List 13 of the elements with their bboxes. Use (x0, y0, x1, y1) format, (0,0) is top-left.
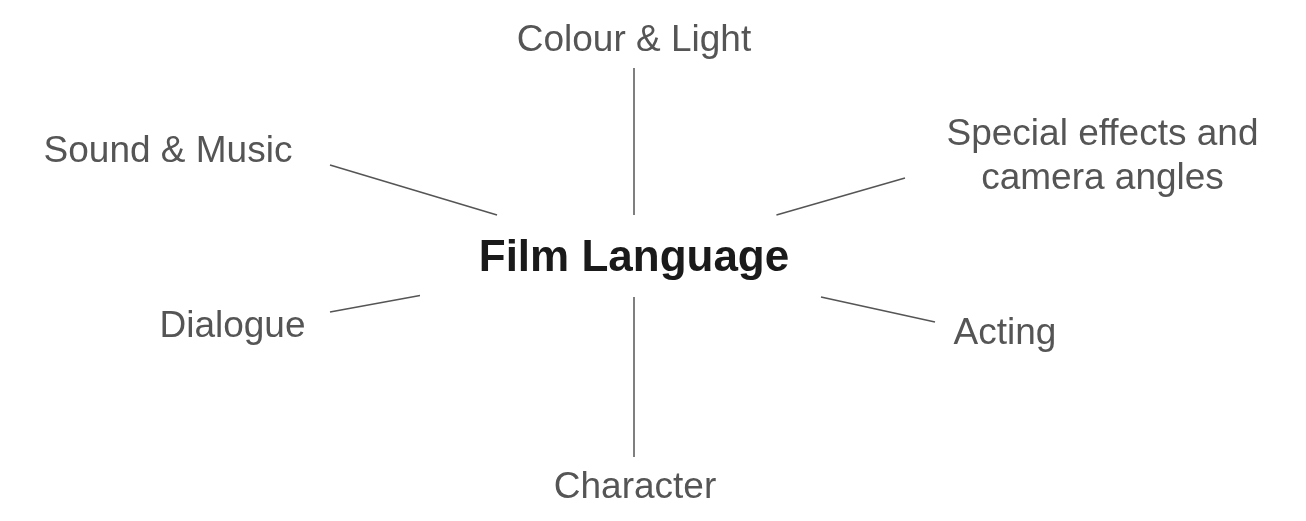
branch-label: Colour & Light (485, 10, 783, 68)
connector-line (820, 296, 936, 323)
connector-line (633, 67, 635, 216)
branch-label: Sound & Music (6, 125, 330, 175)
connector-line (633, 296, 635, 458)
branch-label: Character (525, 457, 745, 515)
branch-label: Acting (935, 302, 1075, 362)
branch-label: Dialogue (135, 297, 330, 353)
connector-line (775, 177, 906, 216)
central-topic: Film Language (420, 215, 848, 297)
branch-label: Special effects and camera angles (905, 100, 1300, 210)
connector-line (329, 294, 421, 313)
connector-line (329, 164, 498, 216)
